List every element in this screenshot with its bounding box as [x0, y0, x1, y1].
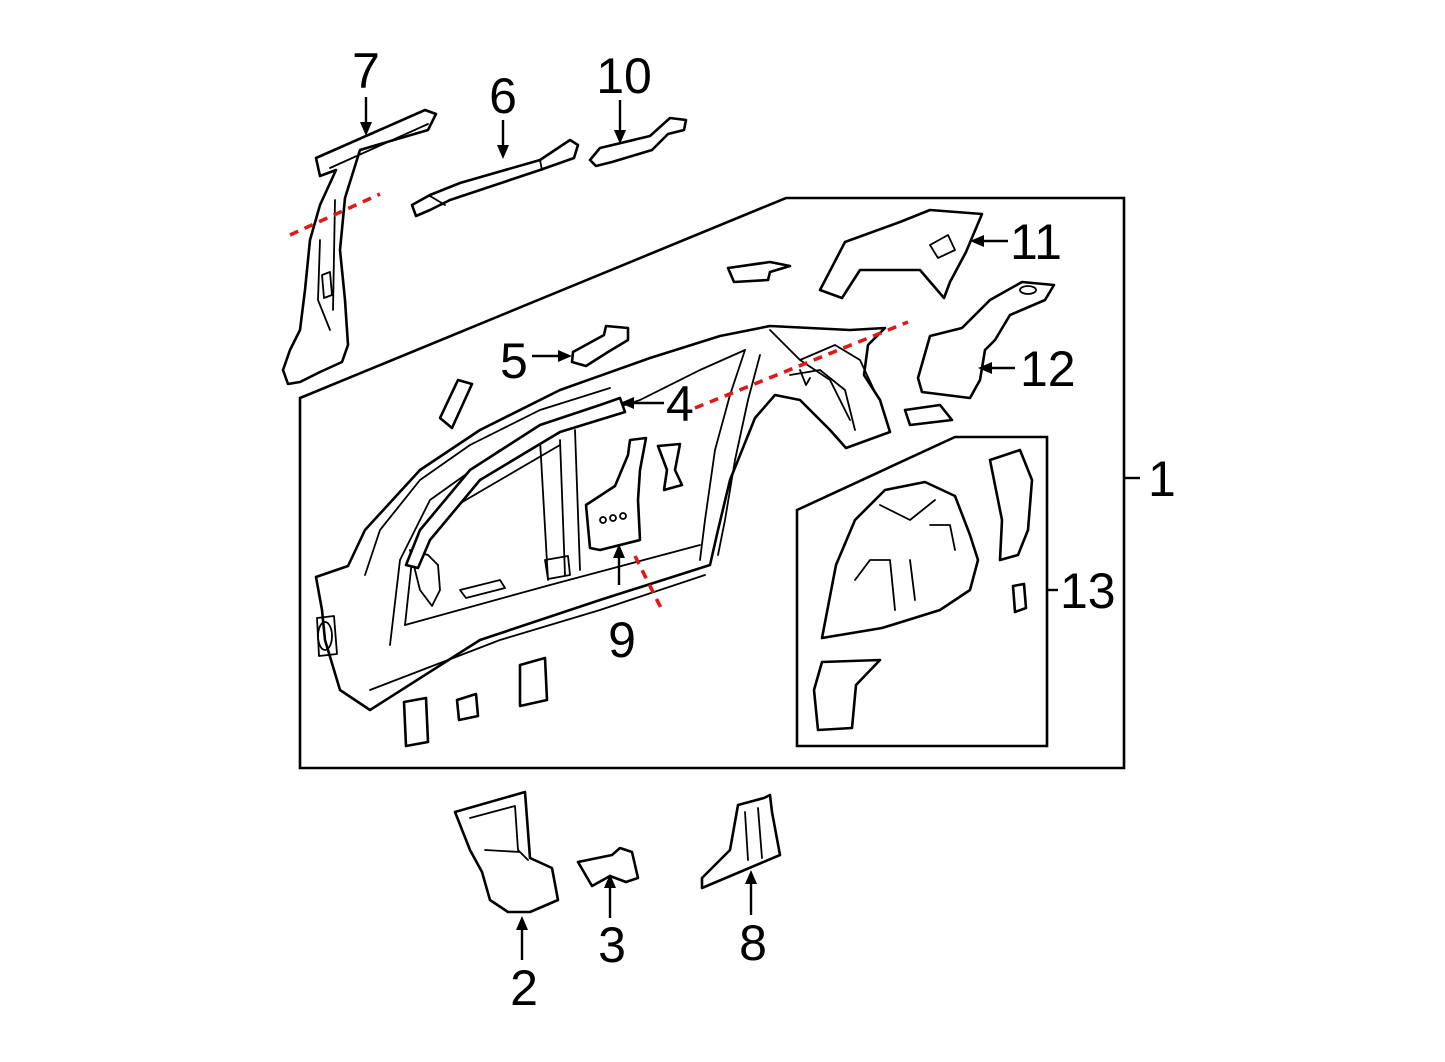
callout-3: 3 — [598, 917, 626, 973]
callout-11: 11 — [1010, 214, 1062, 270]
part-2-pillar — [453, 790, 560, 914]
part-6-rail — [410, 138, 580, 218]
frame-small-pieces — [402, 260, 954, 748]
callout-6: 6 — [489, 68, 517, 124]
callout-1: 1 — [1148, 451, 1176, 507]
callout-8: 8 — [739, 915, 767, 971]
callout-9: 9 — [608, 612, 636, 668]
part-3-bracket — [576, 846, 640, 888]
part-12-bracket — [916, 280, 1056, 400]
callout-4: 4 — [666, 376, 694, 432]
callout-7: 7 — [352, 43, 380, 99]
part-9-pillar — [584, 436, 648, 552]
callout-5: 5 — [500, 333, 528, 389]
part-11-panel — [818, 208, 984, 300]
callout-10: 10 — [596, 48, 652, 104]
cut-lines — [289, 192, 909, 611]
callout-2: 2 — [510, 960, 538, 1016]
callout-labels: 7 6 10 11 12 5 4 1 13 9 2 3 8 — [352, 43, 1176, 1016]
callout-leaders — [360, 97, 1015, 960]
part-10-bracket — [588, 116, 688, 168]
callout-13: 13 — [1060, 563, 1116, 619]
part-8-pillar — [700, 793, 782, 890]
part-13-wheelhouse — [812, 448, 1034, 732]
part-5-bracket — [570, 324, 630, 368]
part-7-pillar — [281, 108, 438, 386]
part-4-rail — [404, 396, 627, 570]
callout-12: 12 — [1020, 341, 1076, 397]
